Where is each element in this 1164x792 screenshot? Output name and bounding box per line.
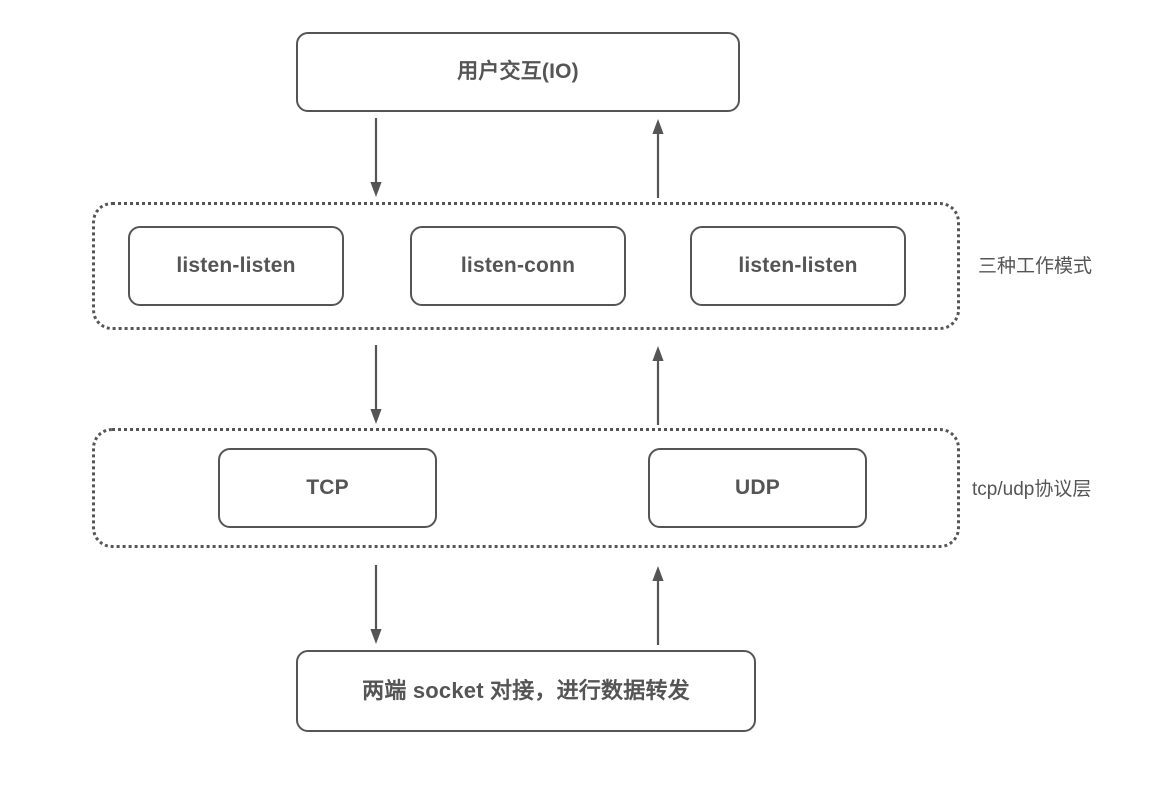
arrow-protocol-to-mode-up	[649, 345, 667, 425]
node-protocol-tcp[interactable]: TCP	[218, 448, 437, 528]
arrow-io-to-mode-down	[367, 118, 385, 198]
label-protocol-layer: tcp/udp协议层	[972, 479, 1092, 500]
node-mode-listen-conn[interactable]: listen-conn	[410, 226, 626, 306]
node-user-interaction[interactable]: 用户交互(IO)	[296, 32, 740, 112]
arrow-protocol-to-socket-down	[367, 565, 385, 645]
group-protocol-layer	[92, 428, 960, 548]
group-work-modes	[92, 202, 960, 330]
arrow-mode-to-protocol-down	[367, 345, 385, 425]
node-mode-listen-listen-2[interactable]: listen-listen	[690, 226, 906, 306]
node-socket-forwarding[interactable]: 两端 socket 对接，进行数据转发	[296, 650, 756, 732]
node-protocol-udp[interactable]: UDP	[648, 448, 867, 528]
arrow-socket-to-protocol-up	[649, 565, 667, 645]
arrow-mode-to-io-up	[649, 118, 667, 198]
node-mode-listen-listen-1[interactable]: listen-listen	[128, 226, 344, 306]
label-work-modes: 三种工作模式	[978, 256, 1093, 277]
